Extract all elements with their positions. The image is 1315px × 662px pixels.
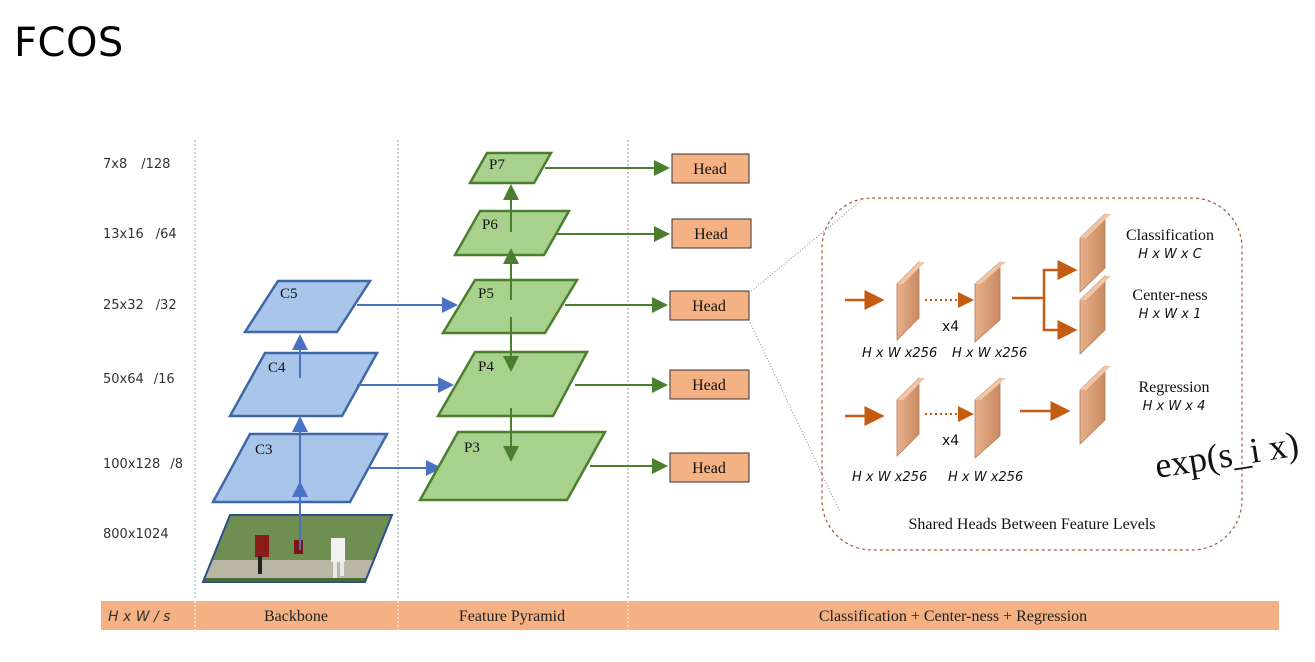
- centerness-label: Center-ness: [1132, 287, 1207, 304]
- footer-backbone: Backbone: [264, 608, 328, 625]
- svg-text:C5: C5: [280, 286, 298, 302]
- footer-hw-s: H x W / s: [108, 609, 170, 625]
- pyramid-p5: P5: [440, 278, 580, 335]
- backbone-c4: C4: [227, 351, 380, 418]
- feature-map-reg-2: [974, 377, 1006, 459]
- scale-label-7x8: 7x8/128: [103, 157, 170, 172]
- footer-heads: Classification + Center-ness + Regressio…: [819, 608, 1087, 625]
- svg-text:P3: P3: [464, 440, 480, 456]
- zoom-line: [748, 319, 841, 513]
- footer-bar: [101, 601, 1279, 630]
- feature-map-reg-1: [896, 377, 925, 457]
- arrow-to-centerness: [1042, 298, 1078, 340]
- scale-label-50x64: 50x64/16: [103, 372, 175, 387]
- head-box-p7: Head: [671, 153, 750, 184]
- dim-label-reg-in: H x W x256: [852, 470, 927, 485]
- repeat-label-reg: x4: [942, 433, 959, 449]
- repeat-label-cls: x4: [942, 319, 959, 335]
- footer-pyramid: Feature Pyramid: [459, 608, 565, 625]
- backbone-c5: C5: [242, 279, 373, 334]
- centerness-dim: H x W x 1: [1139, 307, 1202, 322]
- zoom-line: [748, 199, 863, 294]
- pyramid-p3: P3: [417, 430, 608, 502]
- svg-text:Head: Head: [692, 377, 726, 394]
- feature-map-centerness: [1079, 275, 1111, 355]
- head-box-p4: Head: [669, 369, 750, 400]
- svg-text:C4: C4: [268, 360, 286, 376]
- scale-label-25x32: 25x32/32: [103, 298, 177, 313]
- feature-map-cls-2: [974, 261, 1006, 343]
- svg-text:Head: Head: [692, 460, 726, 477]
- dim-label-reg-out: H x W x256: [948, 470, 1023, 485]
- head-box-p5: Head: [669, 290, 750, 321]
- feature-map-cls-1: [896, 261, 925, 341]
- svg-text:Head: Head: [694, 226, 728, 243]
- shared-heads-panel: [821, 197, 1243, 551]
- pyramid-p6: P6: [452, 209, 572, 257]
- classification-dim: H x W x C: [1138, 247, 1203, 262]
- pyramid-p4: P4: [435, 350, 590, 418]
- feature-map-regression: [1079, 365, 1111, 445]
- pyramid-p7: P7: [467, 151, 554, 185]
- svg-text:Head: Head: [693, 161, 727, 178]
- dim-label-cls-in: H x W x256: [862, 346, 937, 361]
- svg-text:P4: P4: [478, 359, 494, 375]
- svg-text:P5: P5: [478, 286, 494, 302]
- shared-heads-caption: Shared Heads Between Feature Levels: [908, 516, 1155, 533]
- head-box-p6: Head: [671, 218, 752, 249]
- scale-label-13x16: 13x16/64: [103, 227, 177, 242]
- scale-label-100x128: 100x128/8: [103, 457, 183, 472]
- classification-label: Classification: [1126, 227, 1214, 244]
- svg-text:P6: P6: [482, 217, 498, 233]
- dim-label-cls-out: H x W x256: [952, 346, 1027, 361]
- scale-label-800x1024: 800x1024: [103, 527, 169, 542]
- svg-text:P7: P7: [489, 157, 505, 173]
- head-box-p3: Head: [669, 452, 750, 483]
- svg-text:C3: C3: [255, 442, 273, 458]
- svg-text:Head: Head: [692, 298, 726, 315]
- formula-exp: exp(s_i x): [1152, 424, 1301, 486]
- arrow-to-classification: [1012, 260, 1078, 300]
- feature-map-classification: [1079, 213, 1111, 293]
- regression-dim: H x W x 4: [1143, 399, 1206, 414]
- input-image: [201, 514, 394, 583]
- page-title: FCOS: [14, 20, 124, 66]
- regression-label: Regression: [1138, 379, 1209, 396]
